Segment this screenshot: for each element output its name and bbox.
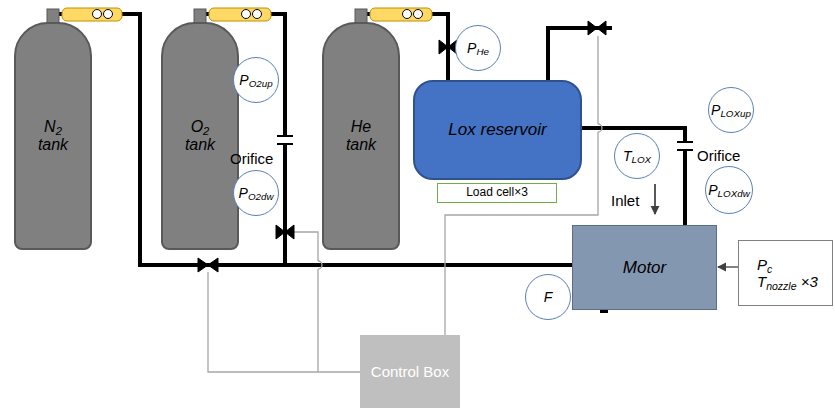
inlet-arrow bbox=[654, 184, 655, 214]
component-label: N2 tank bbox=[31, 118, 75, 155]
sensor-label: PHe bbox=[467, 40, 489, 56]
component-label: O2 tank bbox=[178, 118, 222, 155]
signal-arrow bbox=[718, 266, 738, 267]
component-label: Control Box bbox=[371, 363, 449, 380]
sensor-circle: TLOX bbox=[614, 133, 660, 179]
orifice-symbol bbox=[677, 142, 693, 150]
component-box: O2 tank bbox=[161, 22, 239, 250]
sensor-label: PLOXup bbox=[711, 102, 751, 118]
sensor-label: PO2up bbox=[239, 72, 272, 88]
vent-pipe bbox=[548, 28, 612, 80]
regulator-symbol bbox=[209, 8, 271, 21]
orifice-symbol bbox=[277, 136, 293, 144]
component-label: Load cell×3 bbox=[466, 186, 528, 200]
component-label: Lox reservoir bbox=[448, 120, 546, 140]
regulator-symbol bbox=[62, 8, 122, 21]
sensor-label: PLOXdw bbox=[708, 182, 749, 198]
component-box: Lox reservoir bbox=[413, 80, 582, 180]
sensor-circle: PLOXdw bbox=[705, 166, 753, 214]
component-label: Pc bbox=[757, 256, 772, 273]
sensor-label: PO2dw bbox=[239, 185, 274, 201]
component-box: Motor bbox=[572, 225, 717, 310]
orifice-label: Orifice bbox=[697, 147, 740, 164]
sensor-label: F bbox=[544, 289, 553, 305]
component-box: PcTnozzle ×3 bbox=[738, 240, 833, 306]
tank-neck bbox=[194, 9, 206, 23]
orifice-label: Orifice bbox=[230, 150, 273, 167]
sensor-circle: F bbox=[525, 274, 571, 320]
component-box: He tank bbox=[322, 22, 400, 250]
component-box: N2 tank bbox=[14, 22, 92, 250]
component-box: Load cell×3 bbox=[437, 183, 557, 203]
inlet-label: Inlet bbox=[611, 192, 639, 209]
component-box: Control Box bbox=[360, 335, 460, 408]
sensor-circle: PLOXup bbox=[708, 87, 754, 133]
regulator-symbol bbox=[370, 8, 432, 21]
component-label: He tank bbox=[339, 118, 383, 155]
tank-neck bbox=[355, 9, 367, 23]
component-label: Motor bbox=[623, 258, 666, 278]
tank-neck bbox=[47, 9, 59, 23]
valve-symbol bbox=[276, 225, 294, 239]
component-label: Tnozzle ×3 bbox=[757, 273, 818, 290]
sensor-circle: PO2up bbox=[233, 57, 279, 103]
sensor-label: TLOX bbox=[623, 148, 651, 164]
control-wire bbox=[208, 36, 602, 372]
sensor-circle: PO2dw bbox=[233, 170, 279, 216]
valve-symbol bbox=[198, 258, 218, 272]
sensor-circle: PHe bbox=[455, 25, 501, 71]
valve-symbol bbox=[588, 21, 606, 35]
